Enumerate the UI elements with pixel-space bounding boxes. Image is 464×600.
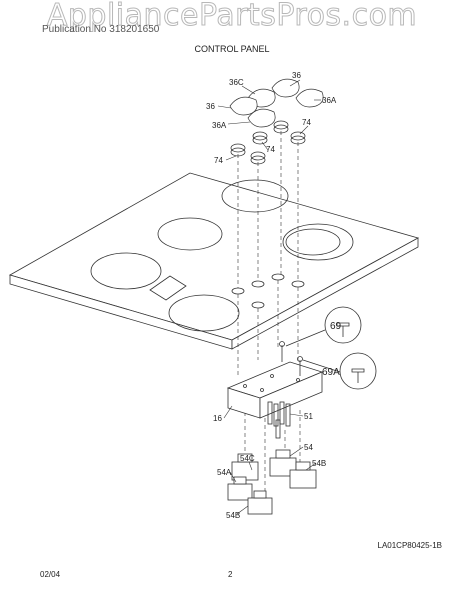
label-54c: 54C [240, 454, 255, 463]
label-36-left: 36 [206, 102, 215, 111]
knob-clips [230, 120, 306, 165]
label-51: 51 [304, 412, 313, 421]
label-54b-bottom: 54B [226, 511, 240, 520]
control-bracket [226, 361, 324, 419]
burner-circles [90, 179, 354, 332]
infinite-switches [227, 449, 317, 515]
footer-date: 02/04 [40, 570, 61, 579]
knobs [229, 78, 324, 128]
label-36c: 36C [229, 78, 244, 87]
label-69: 69 [330, 321, 342, 332]
label-54a: 54A [217, 468, 232, 477]
label-36a-right: 36A [322, 96, 337, 105]
screw-glyphs [336, 322, 365, 383]
label-74-center: 74 [266, 145, 275, 154]
leader-lines [217, 79, 321, 515]
drawing-code: LA01CP80425-1B [377, 541, 443, 550]
label-69a: 69A [322, 367, 340, 378]
label-54b-right: 54B [312, 459, 326, 468]
label-36-top: 36 [292, 71, 301, 80]
cooktop-glass [8, 172, 420, 350]
header-text: Publication No 318201650 [42, 24, 160, 35]
label-36a-left: 36A [212, 121, 227, 130]
section-title: CONTROL PANEL [194, 44, 270, 54]
label-74-left: 74 [214, 156, 223, 165]
label-54: 54 [304, 443, 313, 452]
screws [279, 341, 303, 376]
label-74-right: 74 [302, 118, 311, 127]
page-number: 2 [228, 570, 233, 579]
label-16: 16 [213, 414, 222, 423]
wire-harness [267, 401, 291, 439]
knob-holes [231, 273, 305, 309]
